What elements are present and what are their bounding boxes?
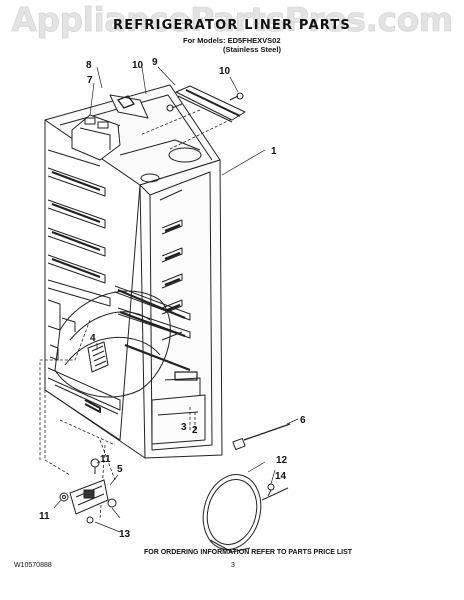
callout-9: 9 (152, 57, 158, 68)
screw (267, 483, 275, 497)
screw (229, 92, 244, 101)
screw (59, 492, 69, 502)
watermark: AppliancePartsPros.com (11, 0, 453, 39)
callout-4: 4 (90, 333, 96, 344)
callout-10-top: 10 (132, 60, 144, 71)
callout-8: 8 (86, 60, 92, 71)
ordering-note: FOR ORDERING INFORMATION REFER TO PARTS … (144, 549, 353, 556)
callout-14: 14 (275, 471, 287, 482)
callout-12: 12 (276, 455, 288, 466)
callout-11-top: 11 (100, 454, 111, 465)
refrigerator-liner (44, 84, 223, 459)
page-number: 3 (231, 562, 235, 569)
callout-2: 2 (192, 425, 198, 436)
document-number: W10570888 (14, 562, 52, 569)
callout-7: 7 (87, 75, 93, 86)
callout-5: 5 (117, 464, 123, 475)
callout-11-left: 11 (39, 511, 50, 522)
screw (166, 103, 183, 112)
light-bulb-socket (90, 458, 100, 474)
callout-6: 6 (300, 415, 306, 426)
callout-1: 1 (271, 146, 277, 157)
temperature-sensor (232, 423, 291, 450)
models-label: For Models: ED5FHEXVS02 (183, 36, 281, 45)
light-assembly (69, 479, 117, 524)
callout-3: 3 (181, 422, 187, 433)
crisper-clip (87, 341, 109, 373)
callout-13: 13 (119, 529, 131, 540)
tubing-coil (202, 474, 289, 553)
callout-10-right: 10 (219, 66, 231, 77)
top-trim-strip (175, 85, 246, 123)
control-housing (71, 94, 149, 161)
finish-label: (Stainless Steel) (223, 45, 281, 54)
page-title: REFRIGERATOR LINER PARTS (113, 18, 351, 33)
